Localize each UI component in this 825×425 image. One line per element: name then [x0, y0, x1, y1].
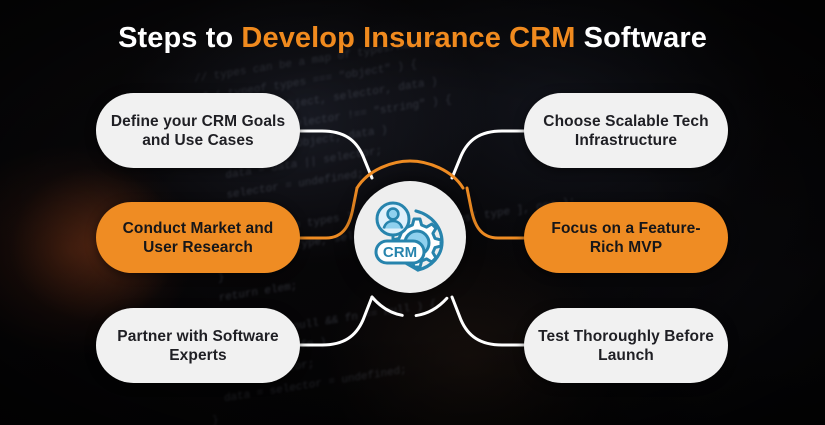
step-define-goals[interactable]: Define your CRM Goals and Use Cases [96, 93, 300, 168]
step-label: Test Thoroughly Before Launch [538, 327, 714, 364]
step-label: Conduct Market and User Research [122, 219, 274, 256]
step-tech-infrastructure[interactable]: Choose Scalable Tech Infrastructure [524, 93, 728, 168]
step-test-launch[interactable]: Test Thoroughly Before Launch [524, 308, 728, 383]
step-feature-rich-mvp[interactable]: Focus on a Feature-Rich MVP [524, 202, 728, 273]
connector-bottom-left [298, 295, 374, 347]
connector-middle-right [465, 186, 526, 240]
step-label: Partner with Software Experts [117, 327, 279, 364]
title-prefix: Steps to [118, 22, 242, 54]
step-label: Define your CRM Goals and Use Cases [110, 112, 286, 149]
connector-top-left [298, 129, 374, 180]
step-label: Focus on a Feature-Rich MVP [551, 219, 701, 256]
step-partner-experts[interactable]: Partner with Software Experts [96, 308, 300, 383]
crm-label-text: CRM [383, 244, 417, 261]
user-avatar-icon [375, 201, 411, 244]
title-suffix: Software [575, 22, 707, 54]
connector-top-right [450, 129, 526, 180]
center-hub: CRM [354, 181, 466, 293]
hub-arc-orange [355, 159, 465, 190]
connector-bottom-right [450, 295, 526, 347]
crm-cycle-icon: CRM [374, 201, 444, 272]
crm-label-box: CRM [374, 239, 426, 265]
hub-arc-dashed [370, 295, 450, 318]
title-accent: Develop Insurance CRM [241, 22, 576, 54]
connector-middle-left [298, 186, 359, 240]
step-market-research[interactable]: Conduct Market and User Research [96, 202, 300, 273]
step-label: Choose Scalable Tech Infrastructure [543, 112, 709, 149]
page-title: Steps to Develop Insurance CRM Software [0, 22, 825, 55]
